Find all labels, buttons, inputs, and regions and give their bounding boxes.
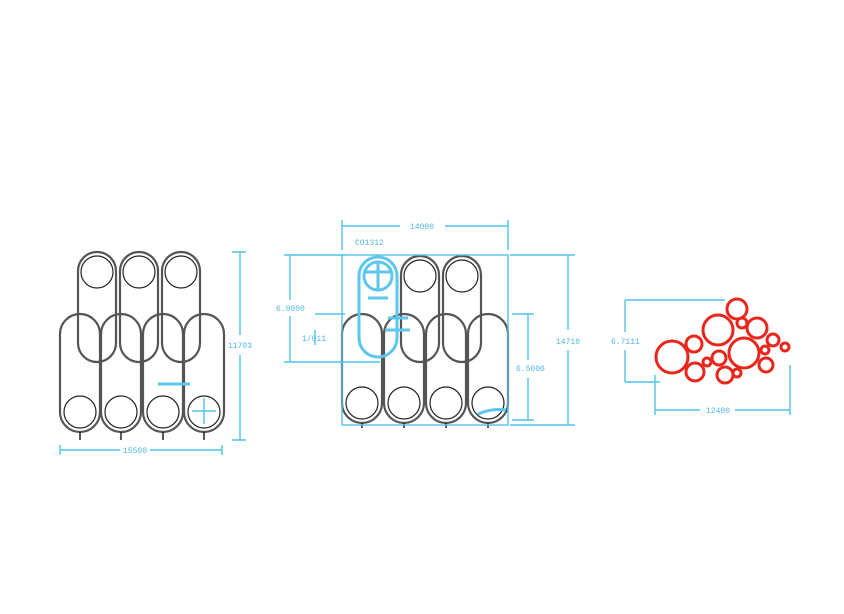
bottom-loop-ring bbox=[104, 395, 138, 429]
bottom-loop-ring bbox=[63, 395, 97, 429]
bubble-cluster bbox=[654, 297, 791, 385]
bottom-loop-ring bbox=[387, 386, 421, 420]
top-loop-ring bbox=[445, 259, 479, 293]
bottom-loop bbox=[340, 312, 384, 425]
bottom-loop bbox=[466, 312, 510, 425]
left-height-label: 6.9000 bbox=[276, 305, 305, 314]
right-height-label: 14710 bbox=[556, 338, 580, 347]
bottom-loop-ring bbox=[345, 386, 379, 420]
bubble bbox=[710, 349, 728, 367]
bubble bbox=[735, 316, 749, 330]
left-inner-label: 1/011 bbox=[302, 335, 326, 344]
top-loop-ring bbox=[164, 255, 198, 289]
figure2-dimensions: 14000 CO1312 6.9000 1/011 14710 6.5000 bbox=[276, 220, 580, 426]
bubble bbox=[765, 332, 781, 348]
bottom-loop bbox=[58, 312, 102, 434]
highlighted-loop bbox=[357, 255, 399, 359]
top-loop bbox=[441, 254, 483, 364]
bubble bbox=[731, 367, 743, 379]
bubble bbox=[715, 365, 735, 385]
bubble bbox=[684, 334, 704, 354]
top-loop bbox=[118, 250, 160, 364]
bottom-loop-ring bbox=[471, 386, 505, 420]
top-width-label: 14000 bbox=[410, 223, 434, 232]
figure3-dimensions: 6.7111 12400 bbox=[611, 299, 791, 416]
bottom-loop-ring bbox=[187, 395, 221, 429]
cluster-width-label: 12400 bbox=[706, 407, 730, 416]
top-loop-ring bbox=[122, 255, 156, 289]
bubble bbox=[727, 336, 761, 370]
top-loop-ring bbox=[80, 255, 114, 289]
bubble bbox=[684, 361, 706, 383]
width-dimension-label: 15500 bbox=[123, 447, 147, 456]
bubble bbox=[759, 344, 771, 356]
top-loop-ring bbox=[403, 259, 437, 293]
right-inner-label: 6.5000 bbox=[516, 365, 545, 374]
bottom-loop bbox=[424, 312, 468, 425]
bottom-loop-ring bbox=[146, 395, 180, 429]
top-loop bbox=[399, 254, 441, 364]
cluster-height-label: 6.7111 bbox=[611, 338, 640, 347]
bubble bbox=[757, 356, 775, 374]
bubble bbox=[701, 356, 713, 368]
bubble bbox=[701, 313, 735, 347]
figure-loop-assembly bbox=[58, 250, 226, 440]
bottom-loop-ring bbox=[429, 386, 463, 420]
callout-label: CO1312 bbox=[355, 239, 384, 248]
bubble bbox=[654, 339, 690, 375]
figure1-dimensions: 11703 15500 bbox=[59, 251, 252, 456]
top-loop bbox=[76, 250, 118, 364]
bubble bbox=[779, 341, 791, 353]
bubble bbox=[745, 316, 769, 340]
top-loop bbox=[160, 250, 202, 364]
bubble bbox=[725, 297, 749, 321]
height-dimension-label: 11703 bbox=[228, 342, 252, 351]
